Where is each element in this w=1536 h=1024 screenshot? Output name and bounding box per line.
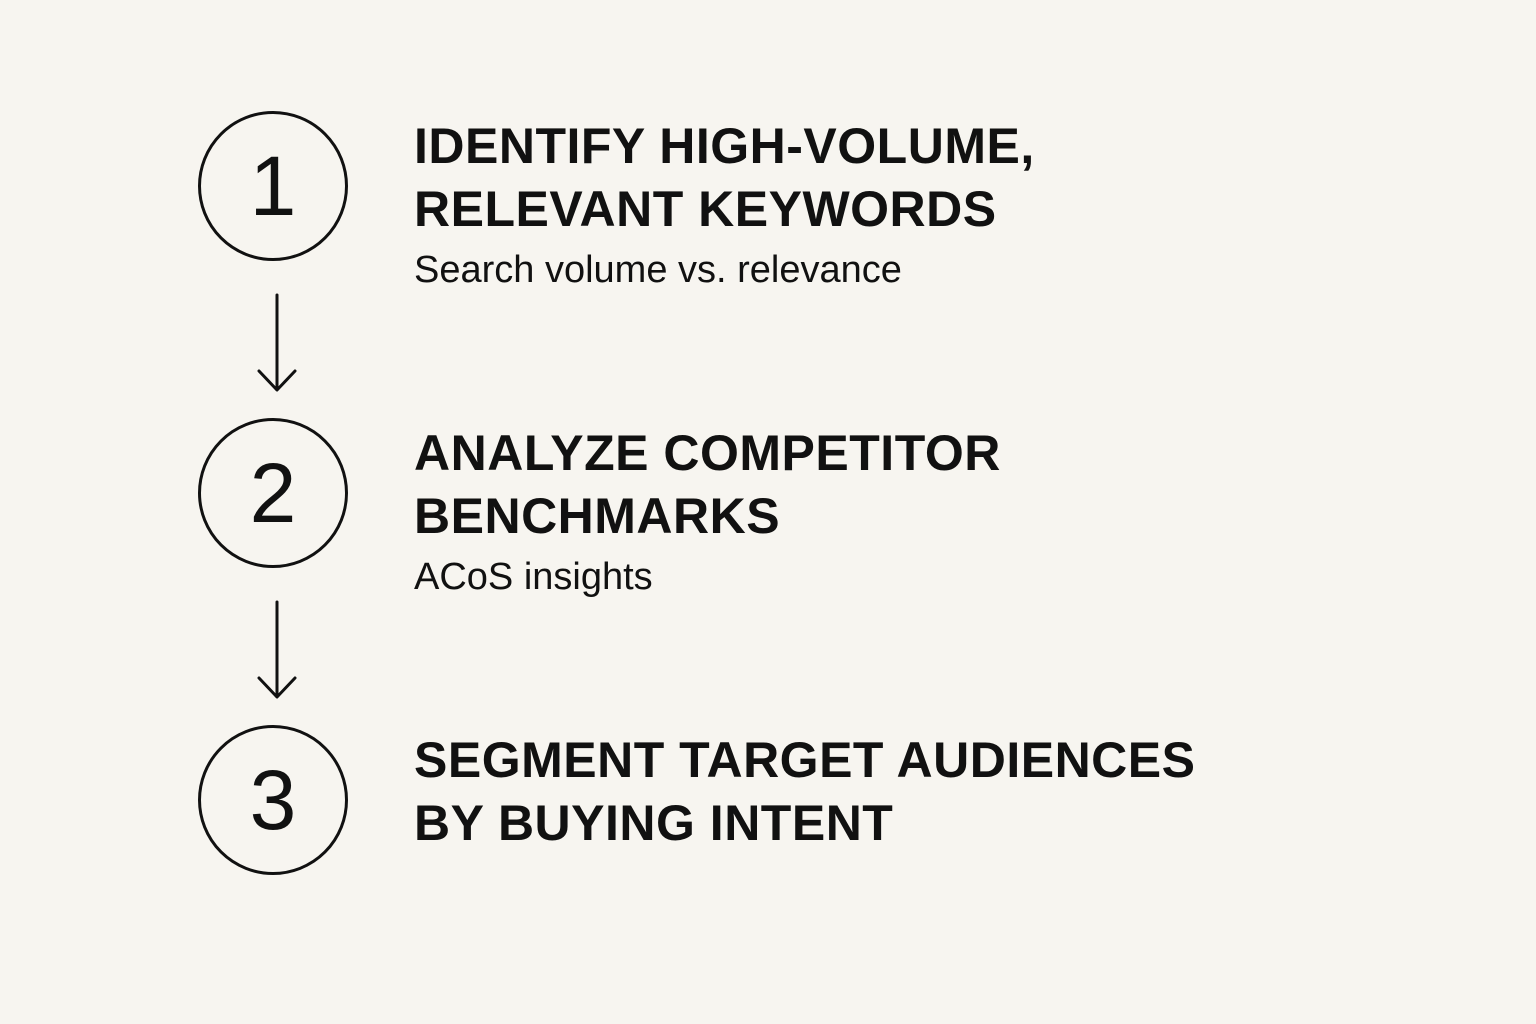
step-2-number: 2: [249, 446, 297, 540]
step-2-text: ANALYZE COMPETITOR BENCHMARKS ACoS insig…: [414, 422, 1314, 600]
step-3-title-line-2: BY BUYING INTENT: [414, 795, 894, 851]
step-1-text: IDENTIFY HIGH-VOLUME, RELEVANT KEYWORDS …: [414, 115, 1314, 293]
step-2-title-line-1: ANALYZE COMPETITOR: [414, 425, 1001, 481]
step-1-number: 1: [249, 139, 297, 233]
arrow-down-icon: [255, 293, 299, 393]
step-1-circle: 1: [198, 111, 348, 261]
step-1-subtitle: Search volume vs. relevance: [414, 249, 902, 291]
step-2-subtitle: ACoS insights: [414, 556, 653, 598]
step-3-title-line-1: SEGMENT TARGET AUDIENCES: [414, 732, 1196, 788]
step-3-title: SEGMENT TARGET AUDIENCES BY BUYING INTEN…: [414, 729, 1314, 855]
step-3-number: 3: [249, 753, 297, 847]
step-1-title: IDENTIFY HIGH-VOLUME, RELEVANT KEYWORDS: [414, 115, 1314, 241]
step-2-title-line-2: BENCHMARKS: [414, 488, 781, 544]
step-3-circle: 3: [198, 725, 348, 875]
step-3-text: SEGMENT TARGET AUDIENCES BY BUYING INTEN…: [414, 729, 1314, 855]
step-1-title-line-1: IDENTIFY HIGH-VOLUME,: [414, 118, 1035, 174]
arrow-down-icon: [255, 600, 299, 700]
step-2-title: ANALYZE COMPETITOR BENCHMARKS: [414, 422, 1314, 548]
step-1-title-line-2: RELEVANT KEYWORDS: [414, 181, 997, 237]
step-2-circle: 2: [198, 418, 348, 568]
